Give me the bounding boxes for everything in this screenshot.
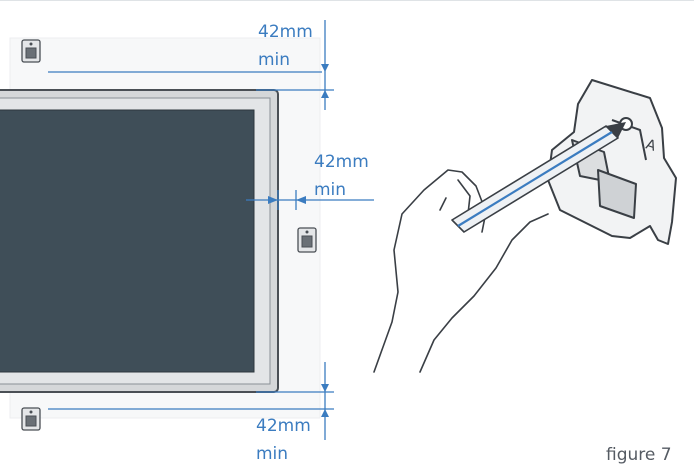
- hand-illustration: [373, 169, 549, 373]
- top-dimension-value: 42mm: [258, 22, 313, 42]
- hand-outline-back: [373, 169, 487, 373]
- display-panel: [0, 89, 279, 393]
- bracket-slot-lower: [597, 169, 637, 219]
- bottom-arrow-down: [321, 384, 329, 392]
- top-dimension-unit: min: [258, 50, 291, 70]
- top-arrow-up: [321, 90, 329, 98]
- thumb-line: [457, 179, 471, 215]
- pencil: [451, 122, 626, 233]
- bracket-side-right: [297, 227, 317, 253]
- figure-caption: figure 7: [606, 445, 672, 465]
- side-dimension-value: 42mm: [314, 152, 369, 172]
- bracket-bottom-left: [21, 407, 41, 431]
- display-screen: [0, 109, 255, 373]
- finger-line: [439, 197, 447, 211]
- bracket-body: [547, 79, 677, 245]
- bottom-arrow-up: [321, 409, 329, 417]
- top-arrow-down: [321, 64, 329, 72]
- bottom-dimension-value: 42mm: [256, 416, 311, 436]
- bottom-dimension-unit: min: [256, 444, 289, 464]
- side-arrow-right: [268, 196, 278, 204]
- dimension-lines: [48, 20, 374, 440]
- hand-outline-front: [419, 213, 549, 373]
- bracket-top-left: [21, 39, 41, 63]
- side-arrow-left: [296, 196, 306, 204]
- side-dimension-unit: min: [314, 180, 347, 200]
